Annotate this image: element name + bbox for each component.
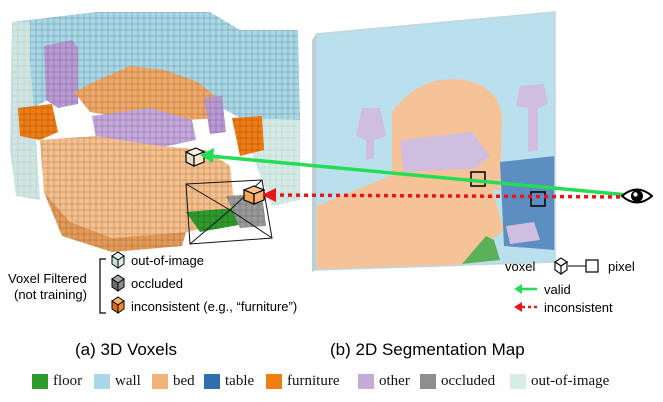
voxel-filtered-key: Voxel Filtered (not training) out-of-ima… [8,251,297,314]
legend-item-wall: wall [94,373,141,389]
legend-item-furniture: furniture [266,373,339,389]
legend-swatch-table [204,373,220,389]
filter-bracket [99,258,106,314]
projection-key: voxel pixel valid inconsistent [505,257,635,315]
legend-item-floor: floor [32,373,82,389]
legend-swatch-occluded [420,373,436,389]
key-pixel-label: pixel [608,259,635,274]
key-voxel-label: voxel [505,259,535,274]
filter-item-occluded: occluded [131,276,183,291]
seg-floor [462,236,500,264]
legend-swatch-bed [152,373,168,389]
seg-lamp-right [516,84,548,152]
filter-item-inconsistent: inconsistent (e.g., “furniture”) [131,299,297,314]
segmentation-map [312,11,556,272]
filter-title-line2: (not training) [14,287,87,302]
seg-pillows [400,132,490,174]
legend-swatch-furniture [266,373,282,389]
inconsistent-ray-arrowhead [262,188,276,202]
voxel-cube-inconsistent-highlight [242,185,266,205]
key-voxel-cube-icon [554,257,568,276]
legend-item-table: table [204,373,254,389]
legend-swatch-wall [94,373,110,389]
caption-a: (a) 3D Voxels [75,340,177,359]
inconsistent-cube-icon [111,296,125,314]
key-inconsistent-label: inconsistent [544,300,613,315]
seg-bed [316,168,504,270]
legend-item-occluded: occluded [420,373,495,389]
eye-icon [620,188,654,204]
voxel-cube-valid-highlight [184,147,206,167]
legend-item-bed: bed [152,373,195,389]
valid-ray-arrowhead [200,148,214,163]
legend-label-other: other [379,372,410,389]
legend-label-floor: floor [53,372,83,389]
filter-item-out-of-image: out-of-image [131,253,204,268]
out-of-image-cube-icon [111,251,125,269]
legend-swatch-floor [32,373,48,389]
legend-label-out-of-image: out-of-image [531,372,610,389]
key-valid-label: valid [544,282,571,297]
valid-ray [209,154,629,197]
legend-swatch-out-of-image [510,373,526,389]
occluded-cube-icon [111,274,125,292]
legend-label-wall: wall [115,372,141,389]
key-pixel-square-icon [585,259,599,273]
seg-lamp-left [356,108,386,160]
caption-b: (b) 2D Segmentation Map [330,340,525,359]
legend-item-out-of-image: out-of-image [510,373,609,389]
legend-item-other: other [358,373,410,389]
inconsistent-ray [269,193,629,199]
projection-rays [200,148,629,202]
category-legend: floor wall bed table furniture other occ… [0,365,663,395]
legend-label-table: table [225,372,255,389]
filter-title-line1: Voxel Filtered [8,271,87,286]
legend-label-furniture: furniture [287,372,340,389]
legend-label-occluded: occluded [441,372,496,389]
legend-swatch-other [358,373,374,389]
pixel-marker-inconsistent [530,191,546,207]
legend-label-bed: bed [173,372,195,389]
voxel-scene [10,12,300,252]
